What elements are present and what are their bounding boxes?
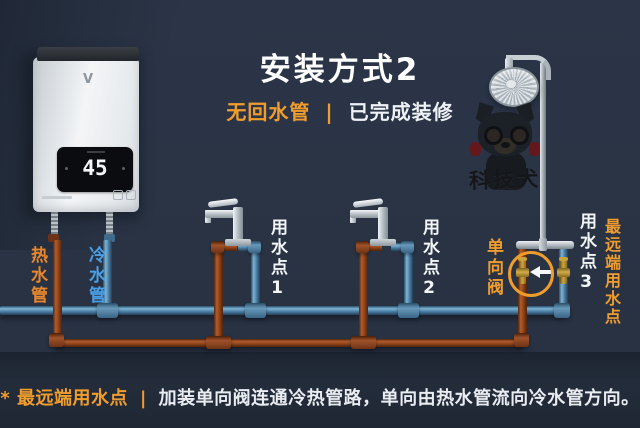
cold-stub-point2 bbox=[391, 243, 409, 251]
dog-nose bbox=[501, 142, 510, 148]
watermark-dog-icon bbox=[468, 102, 560, 196]
faucet2-spout bbox=[350, 210, 385, 218]
heater-mode-icons bbox=[113, 190, 136, 200]
heater-top-cap bbox=[37, 47, 139, 61]
farthest-point-label: 最远端用水点 bbox=[602, 218, 621, 326]
title-block: 安装方式2 无回水管 | 已完成装修 bbox=[140, 44, 540, 125]
hot-tee-point2 bbox=[351, 336, 376, 349]
point1-label: 用水点1 bbox=[267, 218, 287, 301]
cold-tee-point2 bbox=[398, 303, 419, 318]
display-dot-right bbox=[122, 167, 125, 170]
cold-elbow-point2 bbox=[401, 241, 414, 253]
faucet-point1 bbox=[203, 197, 261, 247]
point3-label: 用水点3 bbox=[576, 212, 596, 295]
cold-tee-heater bbox=[97, 303, 118, 318]
subtitle: 无回水管 | 已完成装修 bbox=[140, 96, 540, 125]
braided-hose-cold bbox=[106, 211, 113, 236]
heater-display: 45 bbox=[57, 147, 133, 192]
hot-pipe-label: 热水管 bbox=[27, 246, 47, 306]
hot-elbow-left bbox=[49, 333, 64, 347]
braided-hose-hot bbox=[51, 211, 58, 236]
cold-tee-point1 bbox=[245, 303, 266, 318]
shower-mixer-knob bbox=[539, 238, 547, 251]
hot-elbow-point1 bbox=[211, 241, 224, 253]
hot-elbow-right bbox=[514, 333, 529, 347]
valve-highlight-ring bbox=[508, 251, 554, 297]
footnote-text: 加装单向阀连通冷热管路，单向由热水管流向冷水管方向。 bbox=[158, 388, 640, 409]
shower-arm bbox=[506, 55, 551, 80]
hot-stub-point1 bbox=[219, 243, 237, 251]
footnote-star: * bbox=[0, 388, 11, 409]
mode-icon-1 bbox=[113, 190, 123, 200]
check-valve-label: 单向阀 bbox=[483, 238, 503, 298]
point2-label: 用水点2 bbox=[419, 218, 439, 301]
display-temperature: 45 bbox=[82, 156, 108, 180]
cold-pipe-label: 冷水管 bbox=[85, 246, 105, 306]
mode-icon-2 bbox=[126, 190, 136, 200]
watermark-text: 科技犬 bbox=[468, 166, 542, 194]
hot-riser-point2 bbox=[359, 246, 368, 340]
dog-headphone-right bbox=[529, 142, 540, 156]
hot-water-horizontal-pipe bbox=[55, 339, 523, 347]
cold-riser-point1 bbox=[251, 246, 260, 308]
footnote-highlight: 最远端用水点 bbox=[17, 388, 129, 409]
hot-elbow-point2 bbox=[356, 241, 369, 253]
hot-stub-point2 bbox=[364, 243, 382, 251]
cold-connector-nut bbox=[104, 234, 115, 242]
subtitle-rest: 已完成装修 bbox=[348, 100, 454, 124]
check-valve-cold-hex bbox=[557, 268, 570, 277]
dog-glasses-right bbox=[510, 126, 529, 145]
hot-drop-heater bbox=[53, 240, 62, 340]
faucet1-spout bbox=[205, 210, 240, 218]
hot-riser-point1 bbox=[214, 246, 223, 340]
faucet1-base bbox=[225, 239, 251, 246]
heater-label-line bbox=[42, 196, 72, 199]
faucet1-body bbox=[233, 207, 243, 241]
display-tick bbox=[87, 151, 105, 153]
cold-elbow-point1 bbox=[248, 241, 261, 253]
shower-head-connector bbox=[505, 58, 513, 70]
subtitle-highlight: 无回水管 bbox=[226, 100, 311, 124]
display-dot-left bbox=[65, 167, 68, 170]
cold-water-horizontal-pipe bbox=[0, 306, 560, 315]
hot-connector-nut bbox=[48, 234, 59, 242]
cold-elbow-point3 bbox=[554, 303, 570, 318]
check-valve-cold-knob bbox=[559, 257, 568, 261]
footnote-separator: | bbox=[139, 388, 147, 409]
shower-pole bbox=[540, 62, 546, 244]
shower-head-hub bbox=[506, 80, 516, 88]
dog-headphone-left bbox=[470, 142, 481, 156]
cold-stub-point1 bbox=[238, 243, 256, 251]
viomi-logo-icon: V bbox=[82, 72, 94, 87]
hot-tee-point1 bbox=[206, 336, 231, 349]
faucet-point2 bbox=[348, 197, 406, 247]
floor-shading bbox=[0, 352, 640, 428]
faucet2-body bbox=[378, 207, 388, 241]
dog-glasses-left bbox=[484, 126, 503, 145]
faucet2-base bbox=[370, 239, 396, 246]
dog-body bbox=[486, 152, 526, 190]
cold-riser-heater bbox=[103, 240, 112, 308]
page-title: 安装方式2 bbox=[259, 52, 421, 88]
footnote: * 最远端用水点 | 加装单向阀连通冷热管路，单向由热水管流向冷水管方向。 bbox=[0, 384, 640, 410]
cold-riser-point2 bbox=[404, 246, 413, 308]
subtitle-separator: | bbox=[325, 100, 334, 124]
